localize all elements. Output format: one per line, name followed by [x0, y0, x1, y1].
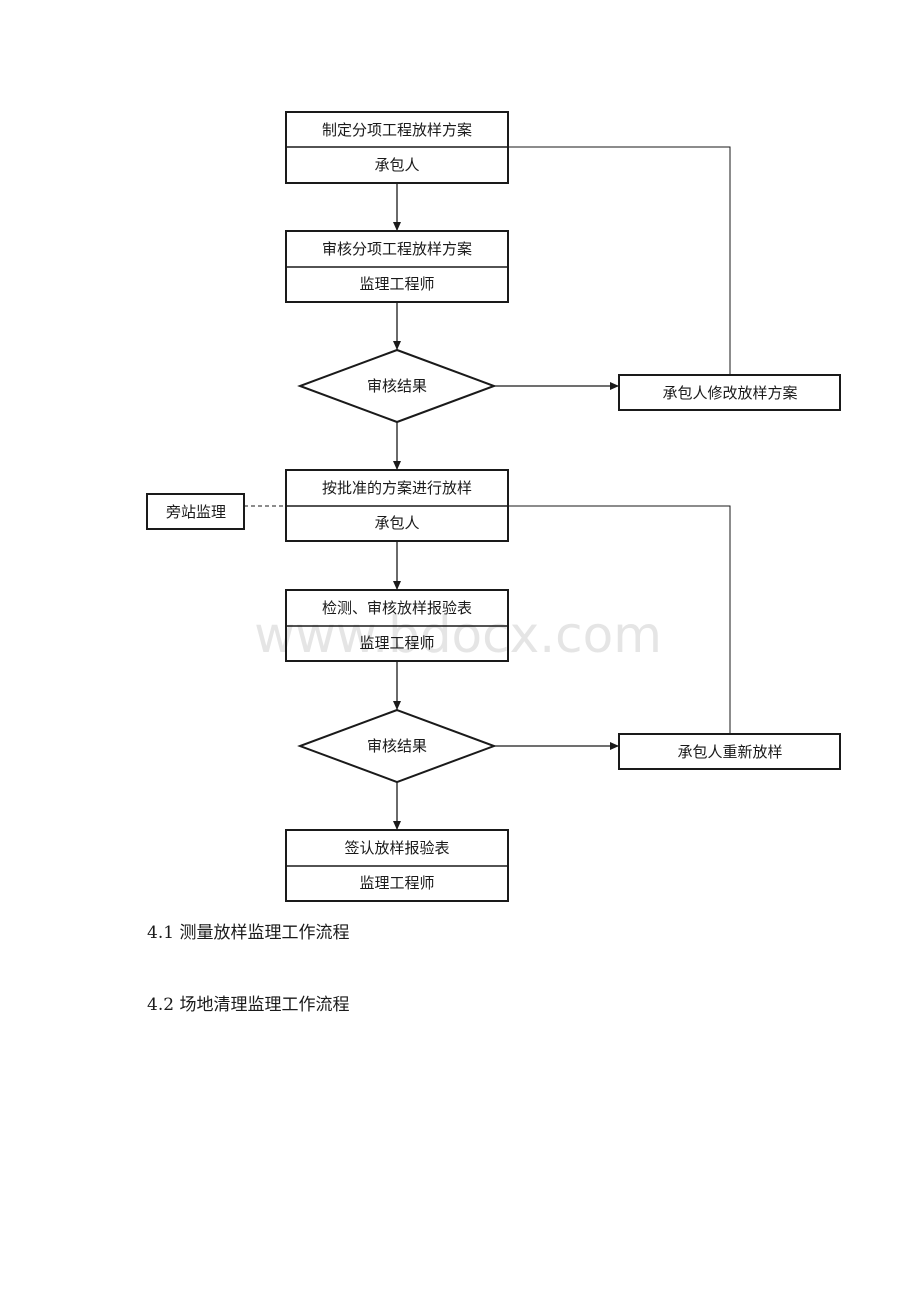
node-n1-title: 制定分项工程放样方案 — [322, 121, 472, 139]
node-n2-role: 监理工程师 — [359, 275, 434, 293]
edge-r2-n3 — [508, 505, 731, 734]
node-r2-label: 承包人重新放样 — [677, 743, 782, 761]
node-r1: 承包人修改放样方案 — [618, 374, 841, 411]
node-s1: 旁站监理 — [146, 493, 245, 530]
node-d1-label: 审核结果 — [367, 377, 427, 395]
node-n3-role: 承包人 — [374, 514, 419, 532]
node-r1-label: 承包人修改放样方案 — [662, 384, 797, 402]
watermark-text: www.bdocx.com — [254, 606, 662, 664]
node-n2-title: 审核分项工程放样方案 — [322, 240, 472, 258]
node-r2: 承包人重新放样 — [618, 733, 841, 770]
node-n1-role: 承包人 — [374, 156, 419, 174]
node-d1: 审核结果 — [297, 348, 497, 424]
node-n5: 签认放样报验表 监理工程师 — [285, 829, 509, 902]
node-n3: 按批准的方案进行放样 承包人 — [285, 469, 509, 542]
node-n5-role: 监理工程师 — [359, 874, 434, 892]
node-n3-title: 按批准的方案进行放样 — [322, 479, 472, 497]
node-d2-label: 审核结果 — [367, 737, 427, 755]
node-s1-label: 旁站监理 — [166, 503, 226, 521]
caption-4-2: 4.2 场地清理监理工作流程 — [147, 995, 350, 1015]
node-n2: 审核分项工程放样方案 监理工程师 — [285, 230, 509, 303]
node-n4-role: 监理工程师 — [359, 634, 434, 652]
edge-r1-n1 — [508, 146, 731, 375]
node-d2: 审核结果 — [297, 708, 497, 784]
node-n5-title: 签认放样报验表 — [344, 839, 449, 857]
node-n4-title: 检测、审核放样报验表 — [322, 599, 472, 617]
node-n1: 制定分项工程放样方案 承包人 — [285, 111, 509, 184]
caption-4-1: 4.1 测量放样监理工作流程 — [147, 923, 350, 943]
